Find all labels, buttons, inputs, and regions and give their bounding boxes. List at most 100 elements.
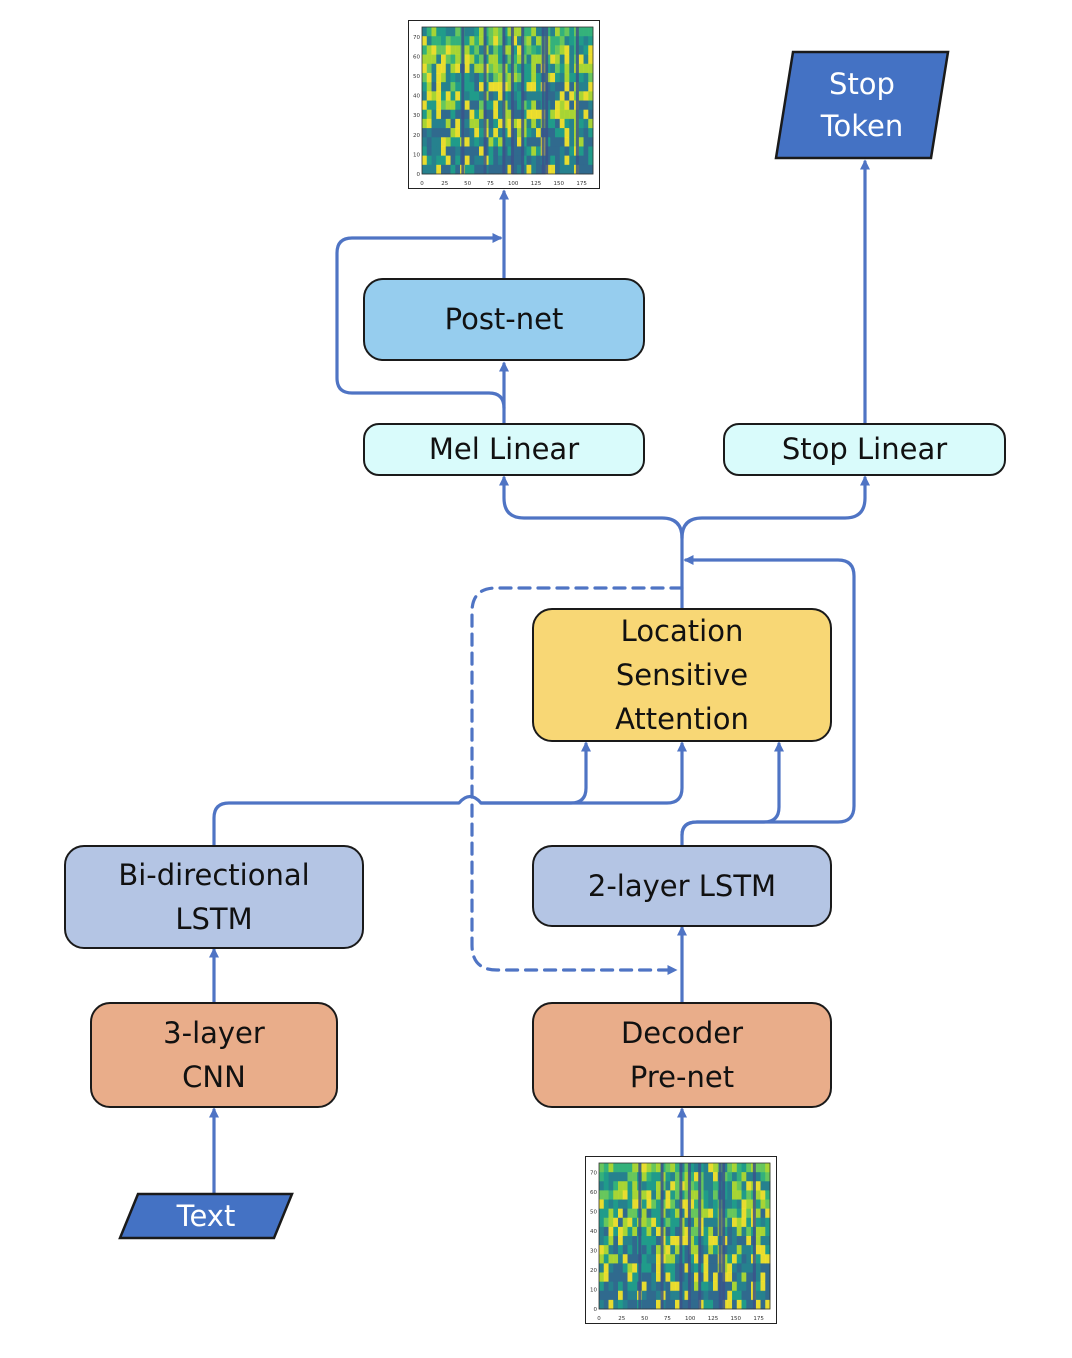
spectrogram-cell: [746, 1226, 752, 1237]
spectrogram-cell: [479, 109, 485, 120]
spectrogram-cell: [488, 91, 494, 101]
spectrogram-cell: [445, 63, 451, 74]
spectrogram-cell: [760, 1281, 766, 1292]
spectrogram-cell: [488, 100, 494, 111]
spectrogram-cell: [488, 128, 494, 138]
spectrogram-cell: [603, 1290, 609, 1301]
spectrogram-cell: [583, 100, 589, 111]
spectrogram-cell: [684, 1199, 690, 1210]
spectrogram-cell: [760, 1217, 766, 1228]
spectrogram-cell: [445, 45, 451, 55]
spectrogram-cell: [765, 1254, 771, 1264]
spectrogram-cell: [670, 1236, 676, 1246]
spectrogram-cell: [760, 1163, 766, 1173]
spectrogram-cell: [498, 109, 504, 120]
spectrogram-cell: [436, 63, 442, 74]
spectrogram-cell: [675, 1290, 681, 1301]
spectrogram-cell: [694, 1290, 700, 1301]
spectrogram-cell: [493, 27, 499, 37]
spectrogram-cell: [578, 146, 584, 157]
spectrogram-cell: [450, 155, 456, 166]
spectrogram-cell: [569, 137, 575, 147]
spectrogram-cell: [765, 1199, 771, 1210]
spectrogram-cell: [431, 146, 437, 157]
spectrogram-cell: [698, 1299, 704, 1310]
spectrogram-cell: [469, 109, 475, 120]
spectrogram-cell: [618, 1290, 624, 1301]
spectrogram-cell: [608, 1190, 614, 1200]
spectrogram-cell: [741, 1236, 747, 1246]
spectrogram-cell: [450, 54, 456, 65]
spectrogram-cell: [760, 1236, 766, 1246]
spectrogram-cell: [555, 146, 561, 157]
spectrogram-cell: [498, 164, 504, 175]
spectrogram-cell: [732, 1190, 738, 1200]
spectrogram-cell: [608, 1199, 614, 1210]
spectrogram-cell: [507, 82, 513, 92]
spectrogram-cell: [536, 45, 542, 55]
spectrogram-cell: [455, 36, 461, 46]
spectrogram-cell: [694, 1199, 700, 1210]
spectrogram-cell: [521, 128, 527, 138]
spectrogram-cell: [507, 164, 513, 175]
spectrogram-cell: [684, 1245, 690, 1255]
spectrogram-cell: [479, 118, 485, 129]
spectrogram-cell: [588, 27, 594, 37]
spectrogram-cell: [703, 1163, 709, 1173]
spectrogram-cell: [765, 1217, 771, 1228]
spectrogram-cell: [641, 1172, 647, 1182]
spectrogram-cell: [641, 1254, 647, 1264]
spectrogram-cell: [498, 45, 504, 55]
spectrogram-cell: [493, 100, 499, 111]
spectrogram-cell: [469, 164, 475, 175]
parallelogram-shape: [118, 1192, 294, 1240]
spectrogram-cell: [531, 36, 537, 46]
spectrogram-cell: [464, 45, 470, 55]
spectrogram-cell: [641, 1217, 647, 1228]
spectrogram-cell: [445, 82, 451, 92]
spectrogram-cell: [646, 1245, 652, 1255]
spectrogram-cell: [708, 1226, 714, 1237]
spectrogram-cell: [445, 72, 451, 83]
spectrogram-cell: [599, 1236, 605, 1246]
spectrogram-cell: [603, 1190, 609, 1200]
spectrogram-cell: [755, 1163, 761, 1173]
spectrogram-cell: [498, 155, 504, 166]
spectrogram-cell: [550, 54, 556, 65]
spectrogram-cell: [651, 1254, 657, 1264]
spectrogram-cell: [684, 1208, 690, 1219]
spectrogram-cell: [555, 72, 561, 83]
spectrogram-cell: [474, 72, 480, 83]
spectrogram-cell: [599, 1299, 605, 1310]
spectrogram-cell: [746, 1254, 752, 1264]
spectrogram-cell: [517, 27, 523, 37]
spectrogram-cell: [588, 72, 594, 83]
spectrogram-cell: [536, 36, 542, 46]
spectrogram-cell: [578, 27, 584, 37]
spectrogram-cell: [469, 91, 475, 101]
spectrogram-cell: [665, 1163, 671, 1173]
spectrogram-cell: [464, 27, 470, 37]
spectrogram-cell: [632, 1172, 638, 1182]
spectrogram-cell: [569, 146, 575, 157]
spectrogram-silence-band: [638, 1163, 642, 1309]
spectrogram-cell: [613, 1290, 619, 1301]
spectrogram-cell: [632, 1290, 638, 1301]
spectrogram-cell: [517, 100, 523, 111]
spectrogram-cell: [517, 63, 523, 74]
spectrogram-cell: [755, 1263, 761, 1273]
spectrogram-cell: [474, 118, 480, 129]
spectrogram-cell: [555, 27, 561, 37]
spectrogram-cell: [703, 1254, 709, 1264]
spectrogram-cell: [498, 118, 504, 129]
spectrogram-cell: [493, 54, 499, 65]
spectrogram-cell: [441, 91, 447, 101]
spectrogram-cell: [512, 146, 518, 157]
spectrogram-cell: [656, 1226, 662, 1237]
spectrogram-cell: [665, 1299, 671, 1310]
spectrogram-cell: [698, 1272, 704, 1283]
spectrogram-cell: [474, 109, 480, 120]
spectrogram-cell: [703, 1217, 709, 1228]
spectrogram-cell: [550, 27, 556, 37]
spectrogram-cell: [488, 54, 494, 65]
